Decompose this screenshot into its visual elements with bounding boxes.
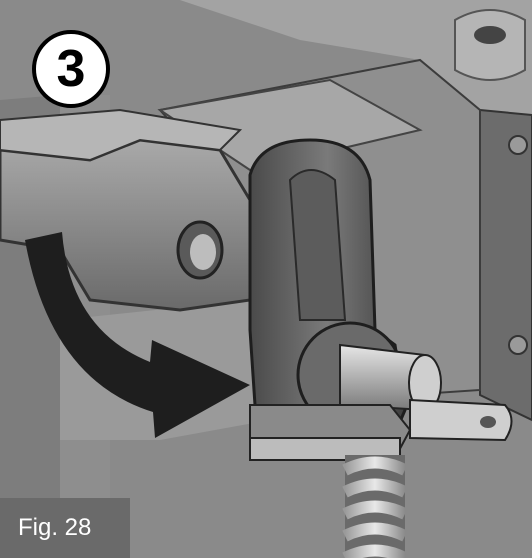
housing-top-face xyxy=(180,0,532,120)
bolt-upper xyxy=(508,135,528,155)
tab xyxy=(409,398,513,442)
base-ribs xyxy=(249,437,401,461)
lever-groove xyxy=(288,169,347,321)
pivot-arm-top xyxy=(0,108,243,162)
figure-label: Fig. 28 xyxy=(0,498,130,558)
step-number-badge: 3 xyxy=(32,30,110,108)
boss-hole xyxy=(474,26,506,44)
bolt-lower xyxy=(508,335,528,355)
right-block xyxy=(479,108,532,422)
tab-hole xyxy=(480,416,496,428)
spring xyxy=(342,455,408,558)
direction-arrow xyxy=(25,232,250,438)
boss-top-right xyxy=(454,9,526,81)
pivot-hole-inner xyxy=(190,234,216,270)
